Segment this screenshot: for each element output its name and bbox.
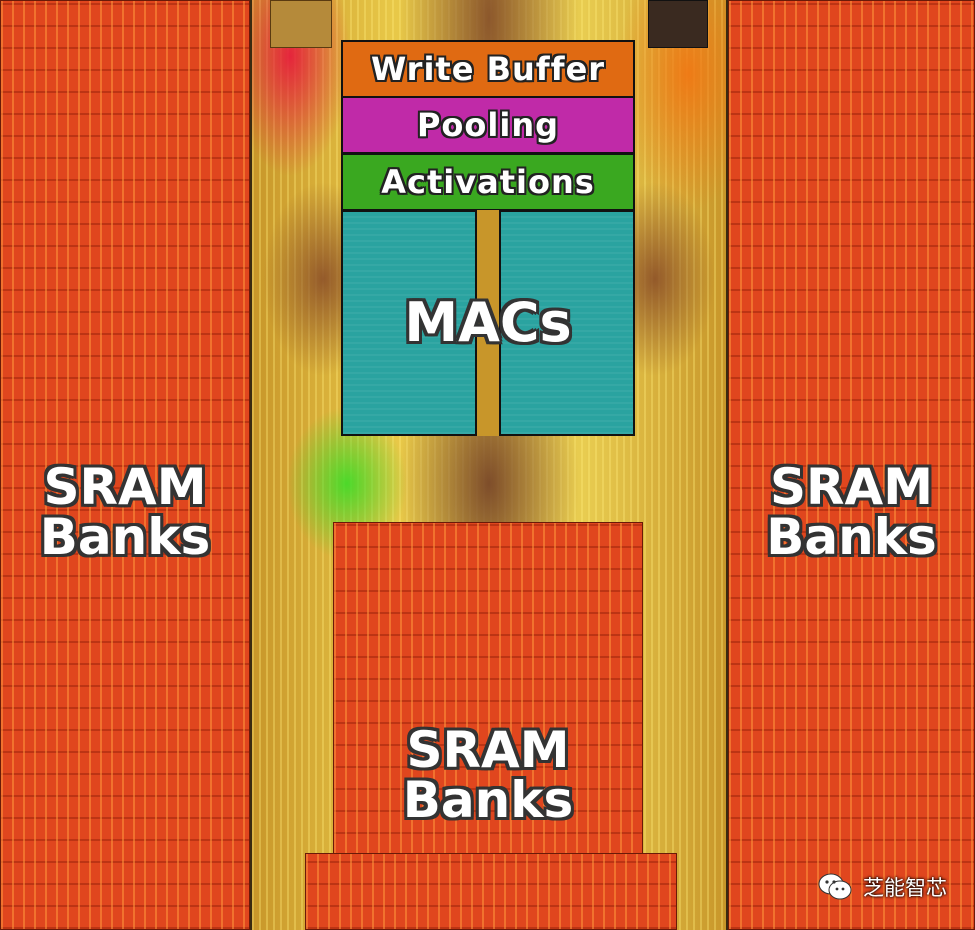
top-right-circuit-detail bbox=[648, 0, 708, 48]
write-buffer-block: Write Buffer bbox=[341, 40, 635, 98]
sram-right-label-line2: Banks bbox=[766, 508, 937, 566]
pooling-block: Pooling bbox=[341, 96, 635, 154]
macs-center-channel bbox=[477, 210, 499, 436]
macs-label: MACs bbox=[404, 291, 572, 354]
sram-center-label-line1: SRAM bbox=[406, 721, 570, 779]
sram-center-label-line2: Banks bbox=[402, 771, 574, 829]
macs-right-array bbox=[499, 210, 635, 436]
sram-banks-left bbox=[0, 0, 250, 930]
sram-banks-center-lower bbox=[305, 853, 677, 930]
sram-right-label-line1: SRAM bbox=[770, 458, 933, 516]
pooling-label: Pooling bbox=[416, 106, 560, 144]
wechat-icon bbox=[818, 873, 852, 900]
sram-right-label: SRAM Banks bbox=[728, 462, 975, 562]
sram-center-label: SRAM Banks bbox=[333, 725, 643, 825]
watermark-text: 芝能智芯 bbox=[863, 876, 947, 900]
sram-left-label-line1: SRAM bbox=[43, 458, 207, 516]
sram-banks-right bbox=[728, 0, 975, 930]
write-buffer-label: Write Buffer bbox=[370, 50, 606, 88]
macs-left-array bbox=[341, 210, 477, 436]
sram-left-label: SRAM Banks bbox=[0, 462, 250, 562]
watermark: 芝能智芯 bbox=[817, 872, 947, 902]
activations-block: Activations bbox=[341, 153, 635, 211]
sram-left-label-line2: Banks bbox=[39, 508, 211, 566]
activations-label: Activations bbox=[381, 163, 595, 201]
top-left-circuit-detail bbox=[270, 0, 332, 48]
sram-banks-center-upper bbox=[333, 522, 643, 857]
